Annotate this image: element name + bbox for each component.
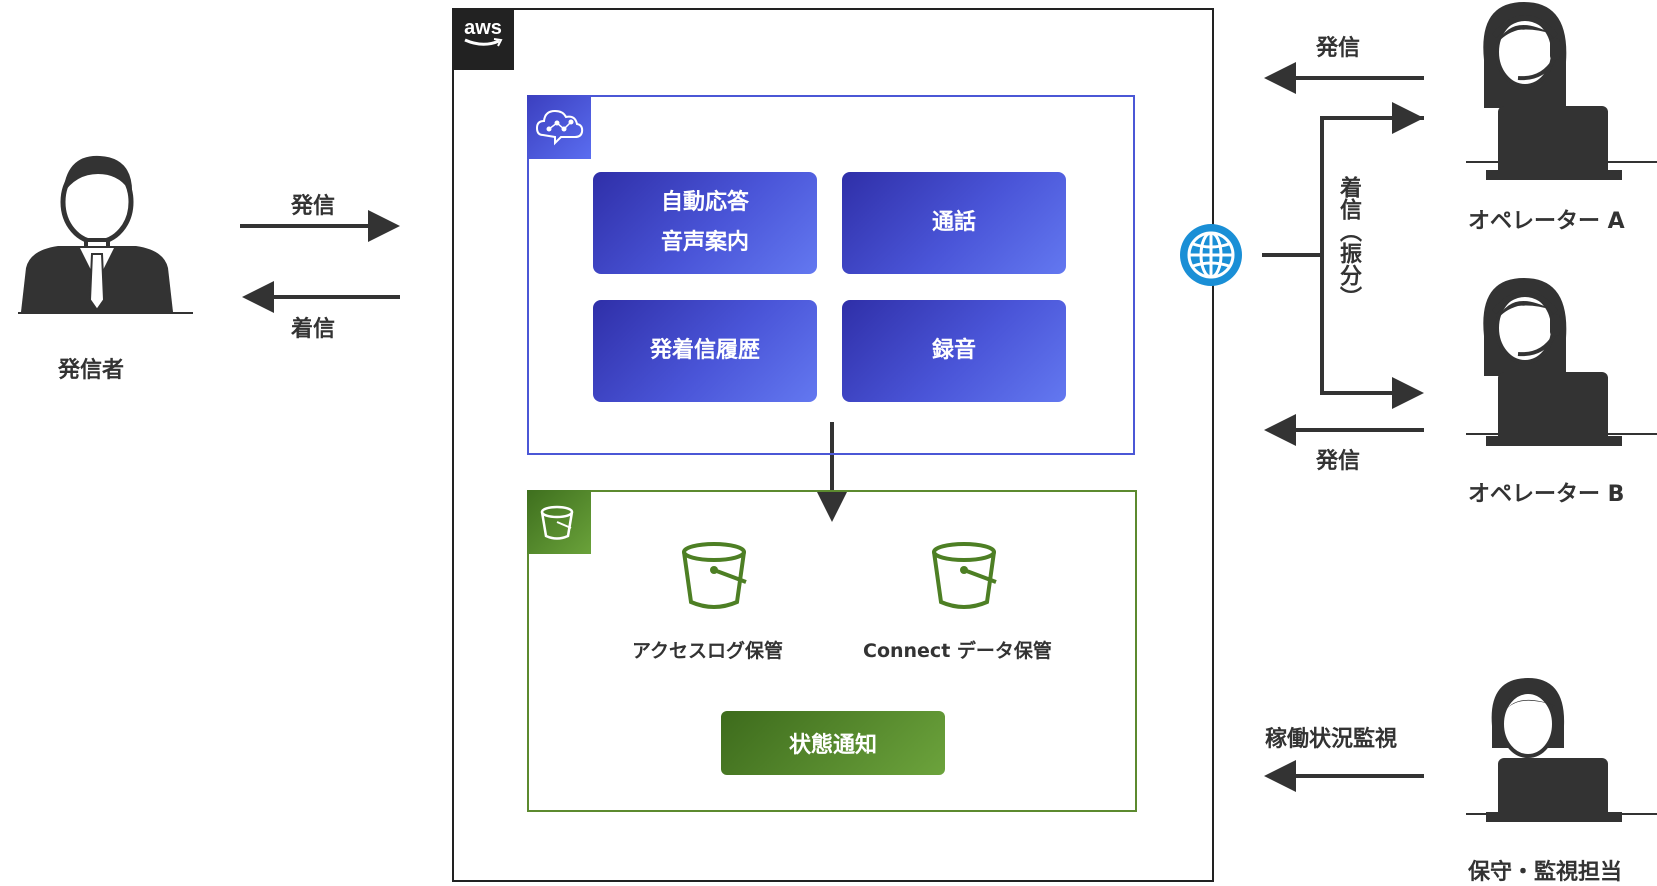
operator-a-figure bbox=[1462, 0, 1657, 186]
caller-figure bbox=[18, 150, 193, 315]
operator-a-outgoing-label: 発信 bbox=[1316, 36, 1361, 61]
globe-icon bbox=[1178, 222, 1244, 288]
notify-button: 状態通知 bbox=[721, 711, 945, 775]
service-call-history: 発着信履歴 bbox=[593, 300, 817, 402]
operator-b-outgoing-label: 発信 bbox=[1316, 449, 1361, 474]
connect-group bbox=[527, 95, 1135, 455]
aws-smile-icon bbox=[464, 38, 503, 47]
caller-outgoing-label: 発信 bbox=[291, 194, 336, 219]
aws-logo-text: aws bbox=[464, 17, 502, 39]
bucket-icon bbox=[930, 540, 1006, 614]
service-call: 通話 bbox=[842, 172, 1066, 274]
cloud-connect-icon bbox=[527, 95, 591, 159]
operator-a-label: オペレーター A bbox=[1468, 209, 1625, 234]
incoming-distribution-label: 着信（振分） bbox=[1336, 176, 1361, 308]
person-icon bbox=[18, 155, 193, 314]
bucket-icon bbox=[680, 540, 756, 614]
person-icon bbox=[1466, 678, 1657, 822]
maintenance-figure bbox=[1462, 676, 1657, 836]
caller-incoming-label: 着信 bbox=[291, 317, 336, 342]
aws-cloud-boundary bbox=[452, 8, 1214, 882]
operator-headset-icon bbox=[1466, 2, 1657, 180]
bucket-label-access-log: アクセスログ保管 bbox=[632, 640, 784, 662]
storage-group bbox=[527, 490, 1137, 812]
caller-label: 発信者 bbox=[58, 358, 125, 383]
laptop-icon bbox=[1498, 758, 1608, 818]
monitoring-label: 稼働状況監視 bbox=[1265, 727, 1398, 752]
service-auto-response: 自動応答 音声案内 bbox=[593, 172, 817, 274]
bucket-label-connect-data: Connect データ保管 bbox=[863, 640, 1052, 662]
operator-b-label: オペレーター B bbox=[1468, 482, 1625, 507]
service-recording: 録音 bbox=[842, 300, 1066, 402]
bucket-icon bbox=[527, 490, 591, 554]
distribution-bracket bbox=[1262, 102, 1424, 409]
aws-logo: aws bbox=[452, 8, 514, 70]
maintenance-label: 保守・監視担当 bbox=[1468, 860, 1623, 885]
operator-headset-icon bbox=[1466, 278, 1657, 446]
operator-b-figure bbox=[1462, 276, 1657, 462]
